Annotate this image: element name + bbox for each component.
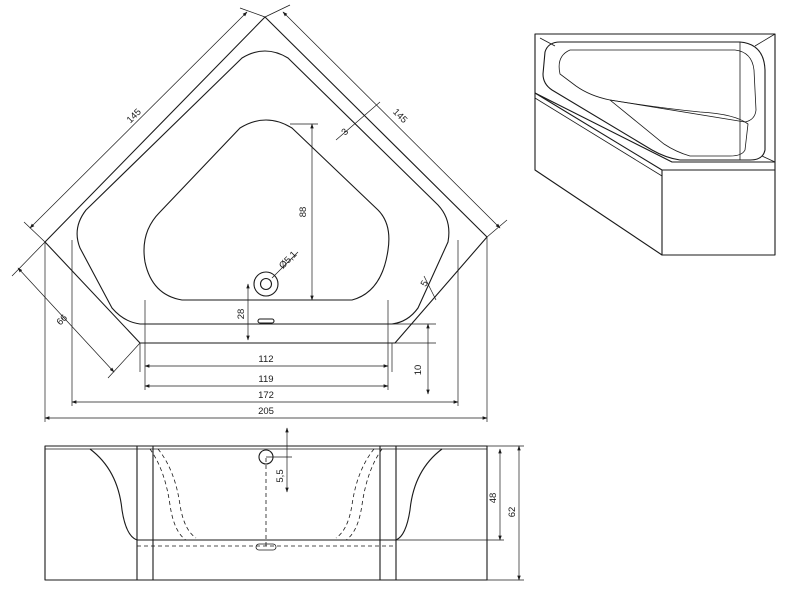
bath-inner-outline <box>76 50 450 325</box>
label-drain-diameter: Ø5,1 <box>277 249 299 271</box>
label-drain-offset: 28 <box>236 309 247 320</box>
label-side-left: 145 <box>125 107 144 126</box>
front-outer-outline <box>44 445 488 581</box>
label-front-step: 10 <box>413 365 424 376</box>
label-width-172: 172 <box>258 390 274 401</box>
top-view: 145 145 3 88 Ø5,1 5 28 66 10 112 119 172… <box>11 4 508 422</box>
front-right-wall-curve <box>395 448 443 541</box>
label-overflow-height: 5,5 <box>275 469 286 482</box>
front-left-wall-curve <box>89 448 138 541</box>
iso-basin-outline <box>542 41 766 161</box>
label-inner-height: 48 <box>488 493 499 504</box>
dim-line-front-depth <box>17 267 115 373</box>
label-side-right: 145 <box>390 107 409 126</box>
label-inner-depth: 88 <box>298 207 309 218</box>
iso-front-skirt <box>534 93 663 256</box>
label-rim-offset: 3 <box>339 126 351 138</box>
isometric-view <box>534 33 776 256</box>
label-total-height: 62 <box>507 507 518 518</box>
outer-rim-outline <box>44 16 488 344</box>
label-front-depth: 66 <box>55 313 70 328</box>
dim-line-left-side <box>29 11 248 229</box>
front-view: 5,5 48 62 <box>44 427 524 581</box>
iso-top-rim <box>534 33 776 163</box>
drain-outer-ring <box>253 271 279 297</box>
label-width-119: 119 <box>258 374 273 385</box>
label-width-112: 112 <box>258 354 273 365</box>
label-corner-small: 5 <box>419 279 431 289</box>
tub-bottom-outline <box>143 119 390 301</box>
dim-line-right-side <box>282 11 501 229</box>
iso-side-skirt <box>662 162 776 256</box>
label-width-205: 205 <box>258 406 274 417</box>
overflow-slot <box>257 318 275 324</box>
drain-inner-ring <box>259 277 273 291</box>
